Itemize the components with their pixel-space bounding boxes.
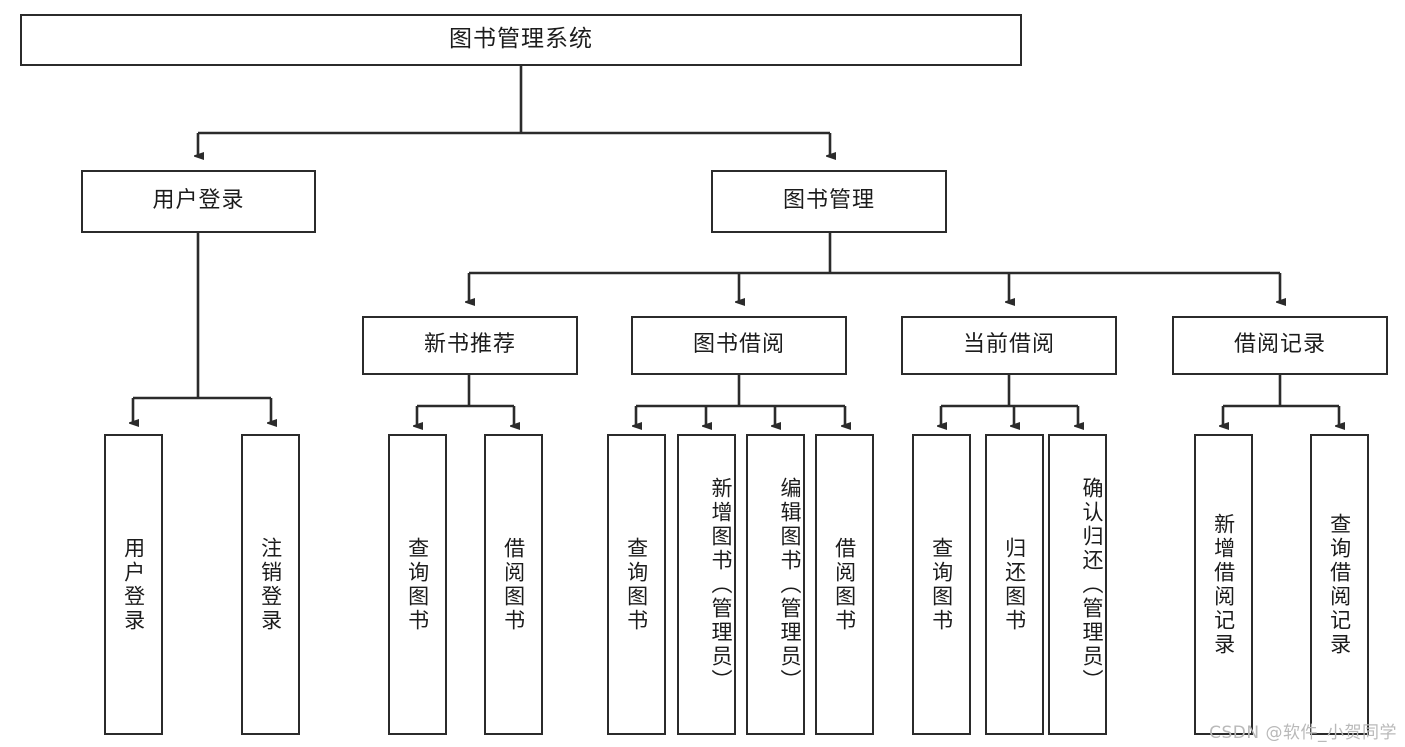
leaf-add-borrow-record-label: 新增借阅记录 <box>1211 512 1236 657</box>
leaf-add-borrow-record[interactable]: 新增借阅记录 <box>1194 434 1253 735</box>
leaf-logout-login[interactable]: 注销登录 <box>241 434 300 735</box>
node-new-book-recommend[interactable]: 新书推荐 <box>362 316 578 375</box>
leaf-add-book-admin-label: 新增图书（管理员） <box>709 476 733 693</box>
leaf-query-borrow-record-label: 查询借阅记录 <box>1327 512 1352 657</box>
leaf-query-book-3-label: 查询图书 <box>929 536 954 633</box>
leaf-edit-book-admin[interactable]: 编辑图书（管理员） <box>746 434 805 735</box>
leaf-return-book[interactable]: 归还图书 <box>985 434 1044 735</box>
leaf-query-book-1[interactable]: 查询图书 <box>388 434 447 735</box>
node-book-management[interactable]: 图书管理 <box>711 170 947 233</box>
node-book-borrow[interactable]: 图书借阅 <box>631 316 847 375</box>
leaf-confirm-return-admin-label: 确认归还（管理员） <box>1080 476 1104 693</box>
node-user-login[interactable]: 用户登录 <box>81 170 316 233</box>
leaf-borrow-book-2[interactable]: 借阅图书 <box>815 434 874 735</box>
leaf-add-book-admin[interactable]: 新增图书（管理员） <box>677 434 736 735</box>
node-current-borrow[interactable]: 当前借阅 <box>901 316 1117 375</box>
watermark-text: CSDN @软件_小贺同学 <box>1209 723 1397 743</box>
leaf-query-book-1-label: 查询图书 <box>405 536 430 633</box>
leaf-edit-book-admin-label: 编辑图书（管理员） <box>778 476 802 693</box>
leaf-query-book-2-label: 查询图书 <box>624 536 649 633</box>
leaf-borrow-book-2-label: 借阅图书 <box>832 536 857 633</box>
leaf-borrow-book-1[interactable]: 借阅图书 <box>484 434 543 735</box>
leaf-logout-login-label: 注销登录 <box>258 536 283 633</box>
leaf-borrow-book-1-label: 借阅图书 <box>501 536 526 633</box>
leaf-confirm-return-admin[interactable]: 确认归还（管理员） <box>1048 434 1107 735</box>
leaf-query-borrow-record[interactable]: 查询借阅记录 <box>1310 434 1369 735</box>
node-borrow-record[interactable]: 借阅记录 <box>1172 316 1388 375</box>
leaf-query-book-3[interactable]: 查询图书 <box>912 434 971 735</box>
leaf-user-login-label: 用户登录 <box>121 536 146 633</box>
leaf-user-login[interactable]: 用户登录 <box>104 434 163 735</box>
node-root-system[interactable]: 图书管理系统 <box>20 14 1022 66</box>
leaf-query-book-2[interactable]: 查询图书 <box>607 434 666 735</box>
leaf-return-book-label: 归还图书 <box>1002 536 1027 633</box>
